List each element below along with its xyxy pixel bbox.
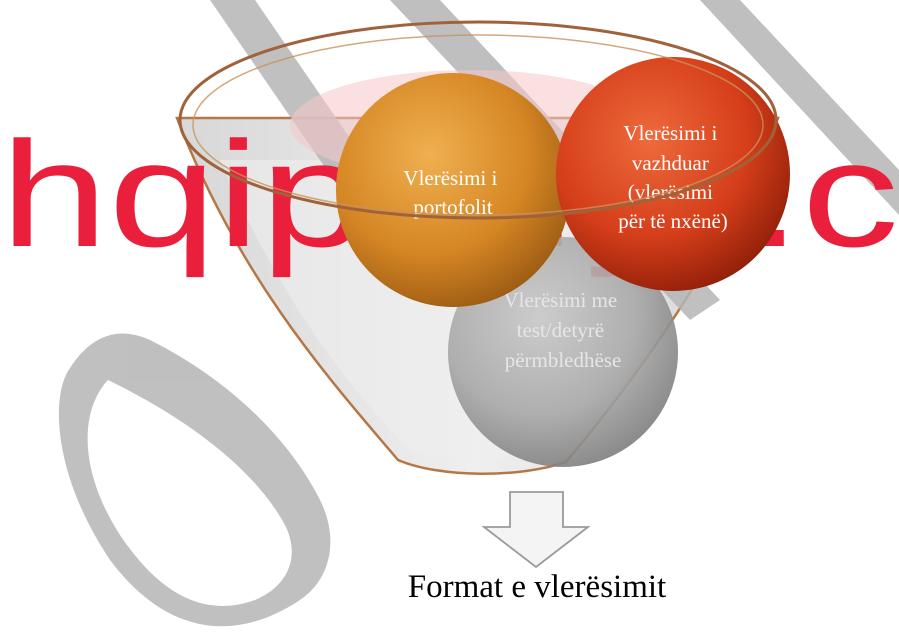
watermark-letter-d (58, 333, 331, 627)
circle-summative-label: Vlerësimi me test/detyrë përmbledhëse (504, 288, 623, 372)
circle-continuous-label: Vlerësimi i vazhduar (vlerësimi për të n… (618, 121, 728, 233)
funnel-rim (178, 20, 778, 220)
diagram-caption: Format e vlerësimit (408, 569, 666, 605)
circle-portfolio: Vlerësimi i portofolit (336, 73, 570, 307)
down-arrow-icon (481, 491, 591, 569)
circle-continuous: Vlerësimi i vazhduar (vlerësimi për të n… (556, 57, 790, 291)
